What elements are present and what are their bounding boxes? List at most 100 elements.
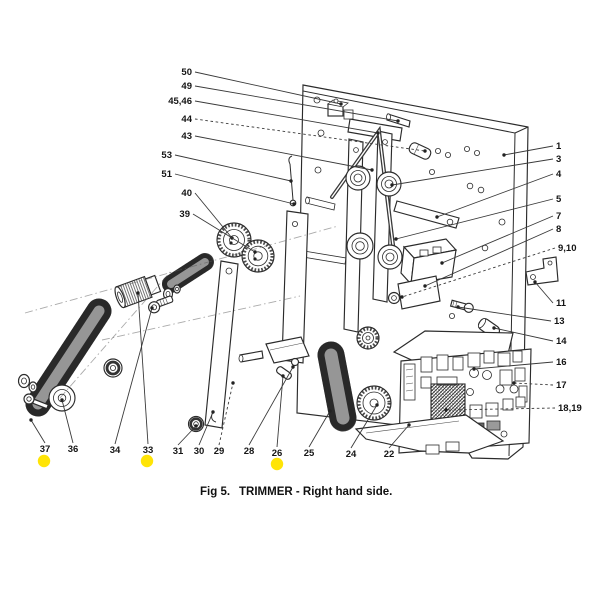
target-dot-7 bbox=[440, 261, 444, 265]
callout-label-40: 40 bbox=[181, 188, 192, 199]
callout-label-9,10: 9,10 bbox=[558, 243, 577, 254]
callout-label-5: 5 bbox=[556, 194, 562, 205]
leader-line-30 bbox=[198, 411, 214, 446]
leader-line-36 bbox=[61, 399, 74, 444]
leader-line-53 bbox=[174, 154, 292, 182]
callout-label-43: 43 bbox=[181, 131, 192, 142]
short-belt bbox=[162, 253, 214, 293]
pcb-assembly bbox=[354, 330, 532, 455]
callout-label-34: 34 bbox=[110, 445, 121, 456]
callout-label-33: 33 bbox=[143, 445, 154, 456]
washer-set bbox=[17, 373, 38, 393]
leader-line-39 bbox=[192, 213, 256, 253]
leader-line-37 bbox=[30, 419, 46, 444]
leader-line-31 bbox=[177, 425, 197, 446]
highlight-dot-2 bbox=[140, 454, 154, 468]
knurled-coupling bbox=[114, 274, 162, 309]
bearing bbox=[377, 244, 403, 270]
leader-line-24 bbox=[350, 404, 378, 449]
callout-label-49: 49 bbox=[181, 81, 192, 92]
leader-line-49 bbox=[194, 85, 399, 122]
callout-label-36: 36 bbox=[68, 444, 79, 455]
leader-line-8 bbox=[424, 228, 554, 287]
target-dot-13 bbox=[456, 305, 460, 309]
drive-belt bbox=[317, 341, 357, 432]
target-dot-37 bbox=[29, 418, 33, 422]
clamp-bar bbox=[393, 200, 460, 229]
leader-line-45,46 bbox=[194, 100, 379, 134]
target-dot-36 bbox=[60, 398, 64, 402]
target-dot-50 bbox=[339, 102, 343, 106]
roller-pin bbox=[408, 142, 432, 160]
figure-number: Fig 5. bbox=[200, 486, 231, 498]
leader-line-51 bbox=[174, 173, 295, 205]
leader-line-33 bbox=[137, 292, 149, 445]
callout-label-37: 37 bbox=[40, 444, 51, 455]
callout-layer: 504945,464443535140391345789,10111314161… bbox=[29, 67, 582, 460]
highlight-dot-3 bbox=[270, 457, 284, 471]
callout-label-14: 14 bbox=[556, 336, 567, 347]
motor-pulley-24 bbox=[356, 385, 392, 421]
bushing bbox=[103, 358, 123, 378]
callout-label-29: 29 bbox=[214, 446, 225, 457]
target-dot-3 bbox=[390, 183, 394, 187]
target-dot-16 bbox=[472, 367, 476, 371]
leader-line-50 bbox=[194, 71, 342, 105]
callout-label-8: 8 bbox=[556, 224, 561, 235]
leader-line-26 bbox=[276, 375, 284, 448]
small-pulley bbox=[356, 326, 380, 350]
callout-label-1: 1 bbox=[556, 141, 562, 152]
callout-label-17: 17 bbox=[556, 380, 567, 391]
target-dot-18,19 bbox=[444, 408, 448, 412]
target-dot-34 bbox=[150, 306, 154, 310]
target-dot-29 bbox=[231, 381, 235, 385]
leader-line-29 bbox=[218, 382, 234, 446]
bearing bbox=[346, 232, 374, 260]
callout-label-18,19: 18,19 bbox=[558, 403, 582, 414]
target-dot-43 bbox=[370, 168, 374, 172]
leader-line-14 bbox=[493, 327, 554, 342]
figure-title: TRIMMER - Right hand side. bbox=[239, 486, 393, 498]
swing-arm-group bbox=[187, 260, 310, 433]
callout-label-44: 44 bbox=[181, 114, 192, 125]
leader-line-17 bbox=[513, 382, 554, 386]
callout-label-51: 51 bbox=[161, 169, 172, 180]
target-dot-30 bbox=[211, 410, 215, 414]
target-dot-11 bbox=[533, 280, 537, 284]
grommet bbox=[187, 415, 205, 433]
leader-line-44 bbox=[194, 118, 426, 152]
leader-line-13 bbox=[457, 306, 552, 322]
drive-belt-group bbox=[317, 326, 392, 432]
swing-arm-bar bbox=[204, 260, 239, 429]
leader-line-34 bbox=[114, 307, 153, 445]
target-dot-24 bbox=[375, 403, 379, 407]
leader-line-43 bbox=[194, 135, 373, 171]
target-dot-44 bbox=[423, 149, 427, 153]
target-dot-4 bbox=[435, 215, 439, 219]
callout-label-28: 28 bbox=[244, 446, 255, 457]
mounting-bracket bbox=[525, 256, 559, 286]
callout-label-22: 22 bbox=[384, 449, 395, 460]
lifter-bar bbox=[281, 210, 309, 364]
leader-line-25 bbox=[308, 410, 331, 448]
target-dot-14 bbox=[492, 326, 496, 330]
target-dot-8 bbox=[423, 284, 427, 288]
target-dot-53 bbox=[289, 179, 293, 183]
target-dot-49 bbox=[396, 119, 400, 123]
callout-label-26: 26 bbox=[272, 448, 283, 459]
callout-label-24: 24 bbox=[346, 449, 357, 460]
leader-line-16 bbox=[473, 361, 554, 370]
leader-line-3 bbox=[391, 158, 554, 186]
target-dot-31 bbox=[194, 424, 198, 428]
target-dot-22 bbox=[407, 423, 411, 427]
idler-pulley bbox=[48, 384, 76, 412]
callout-label-3: 3 bbox=[556, 154, 561, 165]
leader-line-22 bbox=[388, 424, 410, 449]
callout-label-30: 30 bbox=[194, 446, 205, 457]
callout-label-39: 39 bbox=[179, 209, 190, 220]
leader-line-28 bbox=[248, 366, 294, 446]
target-dot-9,10 bbox=[400, 295, 404, 299]
callout-label-45,46: 45,46 bbox=[168, 96, 192, 107]
leader-line-18,19 bbox=[445, 407, 556, 411]
